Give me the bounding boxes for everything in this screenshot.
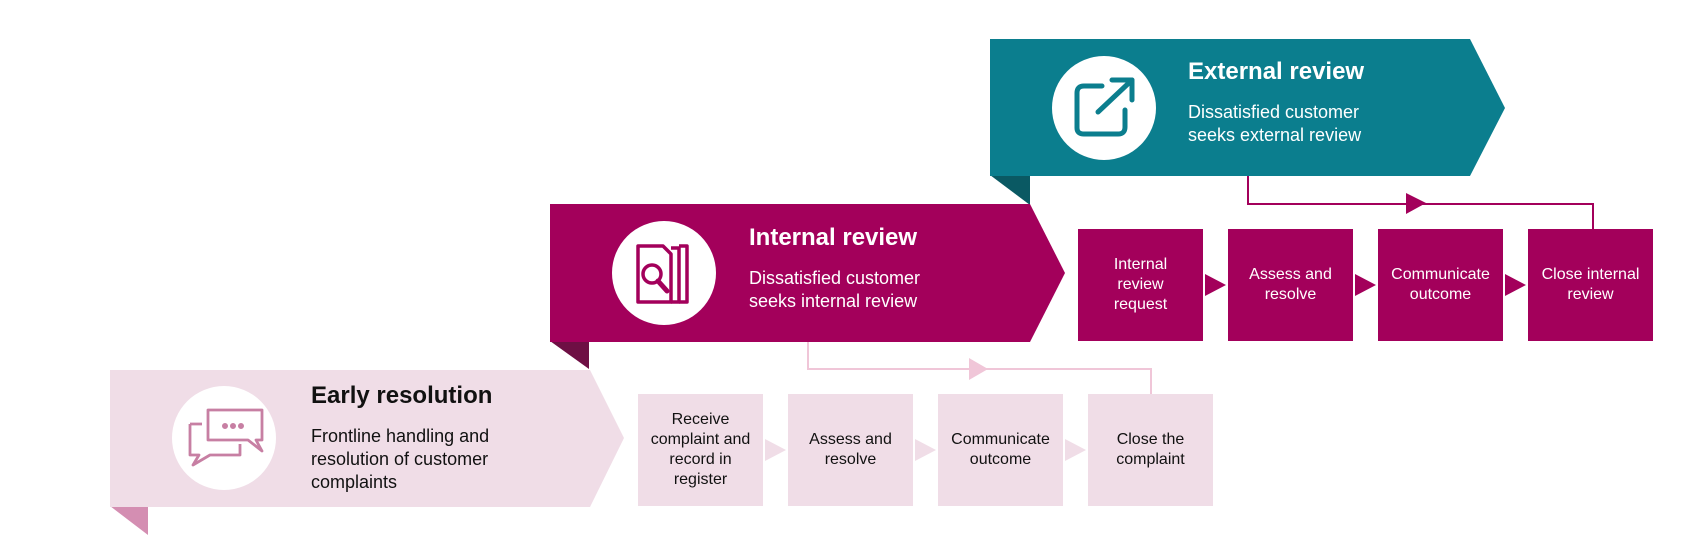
early-resolution-subtitle-line-3: complaints xyxy=(311,472,398,492)
early-step-communicate: Communicate outcome xyxy=(938,394,1063,506)
step-label-line: Communicate xyxy=(951,431,1050,448)
internal-step-communicate: Communicate outcome xyxy=(1378,229,1503,341)
external-review-fold xyxy=(990,175,1030,205)
early-resolution-fold xyxy=(110,506,148,535)
step-label-line: record in xyxy=(669,451,732,468)
internal-loop-arrowhead xyxy=(1406,193,1426,214)
early-resolution-subtitle-line-2: resolution of customer xyxy=(311,449,489,469)
early-loop-arrowhead xyxy=(969,358,988,380)
step-label-line: complaint xyxy=(1116,451,1185,468)
step-label-line: request xyxy=(1113,296,1168,313)
early-step-receive: Receive complaint and record in register xyxy=(638,394,763,506)
internal-step-assess: Assess and resolve xyxy=(1228,229,1353,341)
step-label-line: outcome xyxy=(969,451,1032,468)
early-resolution-subtitle-line-1: Frontline handling and xyxy=(311,426,490,446)
step-label-line: Close internal xyxy=(1541,266,1640,283)
step-label-line: register xyxy=(673,471,728,488)
external-review-subtitle-line-1: Dissatisfied customer xyxy=(1188,102,1360,122)
step-label-line: review xyxy=(1567,286,1614,303)
step-label-line: resolve xyxy=(1264,286,1317,303)
step-label-line: review xyxy=(1117,276,1164,293)
early-step-arrow-3 xyxy=(1065,439,1086,461)
step-label-line: Communicate xyxy=(1391,266,1490,283)
internal-review-subtitle-line-1: Dissatisfied customer xyxy=(749,268,921,288)
internal-review-icon-circle xyxy=(612,221,716,325)
internal-step-arrow-3 xyxy=(1505,274,1526,296)
early-resolution-icon-circle xyxy=(172,386,276,490)
internal-step-arrow-1 xyxy=(1205,274,1226,296)
early-step-arrow-2 xyxy=(915,439,936,461)
external-review-subtitle-line-2: seeks external review xyxy=(1188,125,1362,145)
step-label-line: Assess and xyxy=(1249,266,1332,283)
step-label-line: Close the xyxy=(1116,431,1185,448)
internal-review-title: Internal review xyxy=(749,224,918,251)
step-label-line: Assess and xyxy=(809,431,892,448)
step-label-line: outcome xyxy=(1409,286,1472,303)
step-label-line: complaint and xyxy=(650,431,751,448)
internal-review-fold xyxy=(550,341,589,369)
external-link-icon xyxy=(1074,77,1135,137)
early-step-arrow-1 xyxy=(765,439,786,461)
step-label-line: Receive xyxy=(671,411,730,428)
step-label-line: resolve xyxy=(824,451,877,468)
internal-step-close: Close internal review xyxy=(1528,229,1653,341)
early-resolution-title: Early resolution xyxy=(311,382,493,409)
document-search-icon xyxy=(636,244,689,304)
early-step-close: Close the complaint xyxy=(1088,394,1213,506)
internal-step-arrow-2 xyxy=(1355,274,1376,296)
early-step-assess: Assess and resolve xyxy=(788,394,913,506)
external-review-title: External review xyxy=(1188,58,1365,85)
internal-step-request: Internal review request xyxy=(1078,229,1203,341)
step-label-line: Internal xyxy=(1113,256,1168,273)
internal-review-subtitle-line-2: seeks internal review xyxy=(749,291,918,311)
chat-bubbles-icon xyxy=(188,408,264,467)
